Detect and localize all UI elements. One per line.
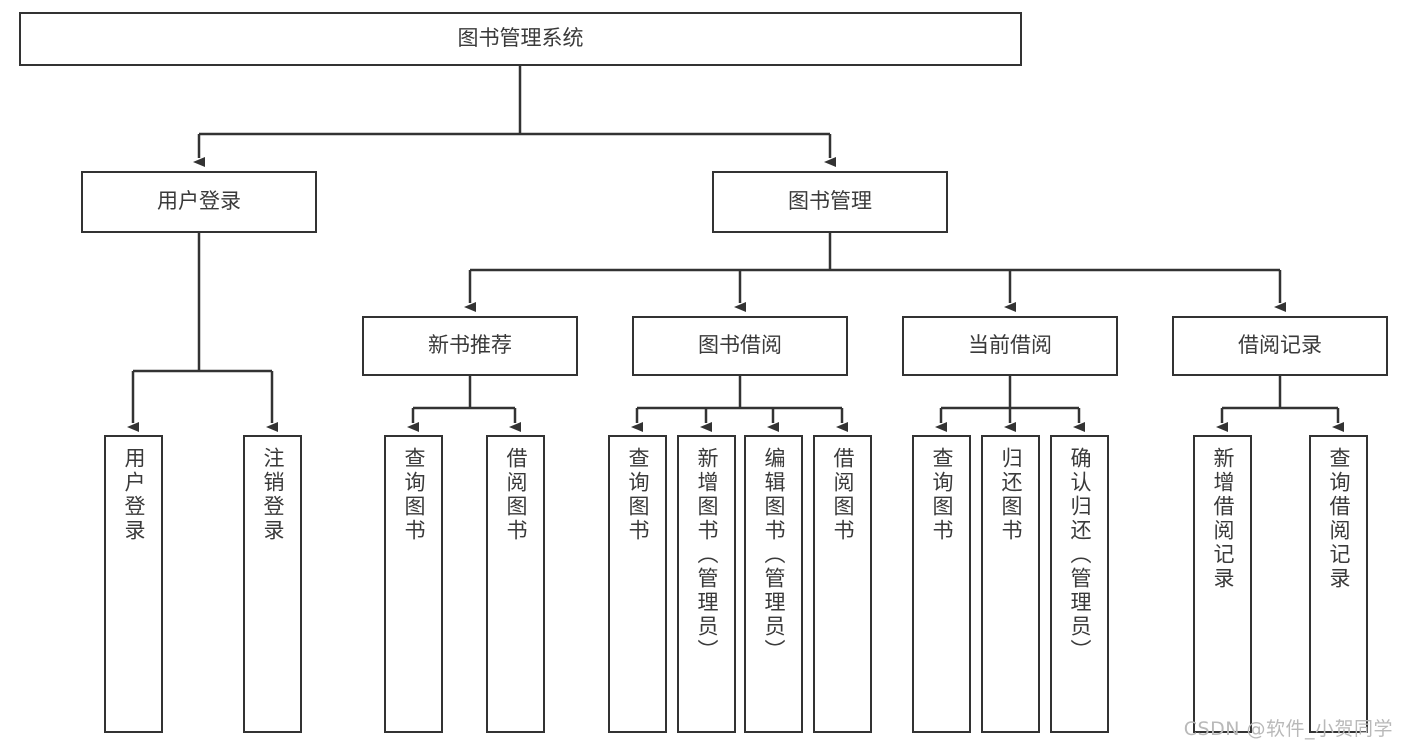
node-book-manage-label: 图书管理 xyxy=(788,189,872,214)
node-leaf-borrow-book-2-label: 借阅图书 xyxy=(831,447,855,543)
node-leaf-query-book-3-label: 查询图书 xyxy=(930,447,954,543)
node-new-book-rec-label: 新书推荐 xyxy=(428,333,512,358)
node-leaf-confirm-return-label: 确认归还（管理员） xyxy=(1068,447,1092,663)
node-leaf-confirm-return[interactable]: 确认归还（管理员） xyxy=(1050,435,1109,733)
node-current-borrow[interactable]: 当前借阅 xyxy=(902,316,1118,376)
node-leaf-borrow-book-2[interactable]: 借阅图书 xyxy=(813,435,872,733)
node-book-borrow[interactable]: 图书借阅 xyxy=(632,316,848,376)
node-new-book-rec[interactable]: 新书推荐 xyxy=(362,316,578,376)
node-leaf-user-login[interactable]: 用户登录 xyxy=(104,435,163,733)
node-leaf-add-book-label: 新增图书（管理员） xyxy=(695,447,719,663)
node-leaf-query-record-label: 查询借阅记录 xyxy=(1327,447,1351,591)
node-leaf-query-book-1[interactable]: 查询图书 xyxy=(384,435,443,733)
node-leaf-user-logout-label: 注销登录 xyxy=(261,447,285,543)
node-user-login-label: 用户登录 xyxy=(157,189,241,214)
node-leaf-edit-book[interactable]: 编辑图书（管理员） xyxy=(744,435,803,733)
node-root-label: 图书管理系统 xyxy=(457,26,584,51)
node-leaf-query-book-2[interactable]: 查询图书 xyxy=(608,435,667,733)
node-leaf-borrow-book-1-label: 借阅图书 xyxy=(504,447,528,543)
node-leaf-add-record[interactable]: 新增借阅记录 xyxy=(1193,435,1252,733)
node-leaf-user-logout[interactable]: 注销登录 xyxy=(243,435,302,733)
node-leaf-edit-book-label: 编辑图书（管理员） xyxy=(762,447,786,663)
node-book-manage[interactable]: 图书管理 xyxy=(712,171,948,233)
node-leaf-query-record[interactable]: 查询借阅记录 xyxy=(1309,435,1368,733)
node-current-borrow-label: 当前借阅 xyxy=(968,333,1052,358)
node-leaf-query-book-1-label: 查询图书 xyxy=(402,447,426,543)
node-leaf-borrow-book-1[interactable]: 借阅图书 xyxy=(486,435,545,733)
node-leaf-query-book-3[interactable]: 查询图书 xyxy=(912,435,971,733)
node-user-login[interactable]: 用户登录 xyxy=(81,171,317,233)
node-borrow-record-label: 借阅记录 xyxy=(1238,333,1322,358)
node-leaf-add-book[interactable]: 新增图书（管理员） xyxy=(677,435,736,733)
watermark-text: CSDN @软件_小贺同学 xyxy=(1183,718,1393,740)
node-leaf-query-book-2-label: 查询图书 xyxy=(626,447,650,543)
node-leaf-user-login-label: 用户登录 xyxy=(122,447,146,543)
node-borrow-record[interactable]: 借阅记录 xyxy=(1172,316,1388,376)
node-leaf-return-book[interactable]: 归还图书 xyxy=(981,435,1040,733)
node-leaf-return-book-label: 归还图书 xyxy=(999,447,1023,543)
node-leaf-add-record-label: 新增借阅记录 xyxy=(1211,447,1235,591)
node-book-borrow-label: 图书借阅 xyxy=(698,333,782,358)
node-root[interactable]: 图书管理系统 xyxy=(19,12,1022,66)
